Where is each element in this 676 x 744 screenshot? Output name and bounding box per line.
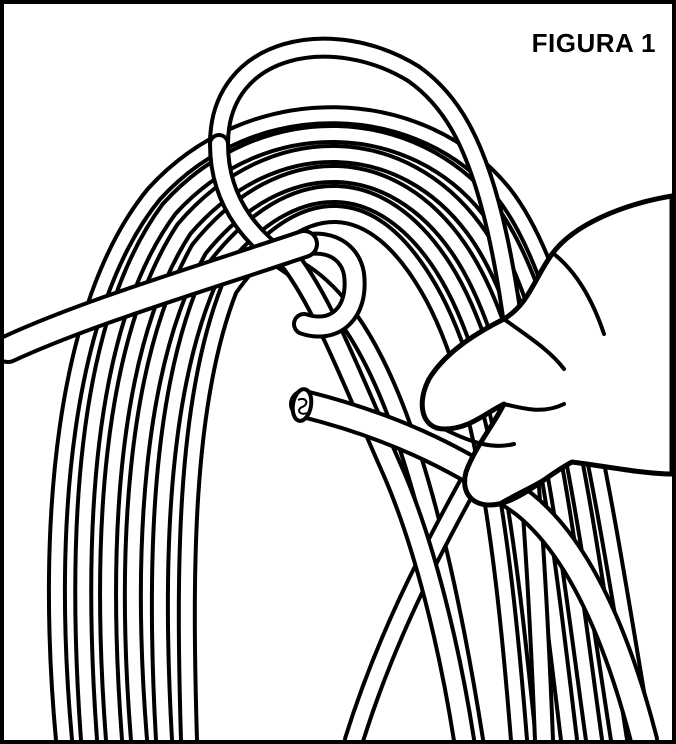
cord-coil-illustration [4, 4, 672, 740]
figure-label: FIGURA 1 [532, 28, 656, 59]
